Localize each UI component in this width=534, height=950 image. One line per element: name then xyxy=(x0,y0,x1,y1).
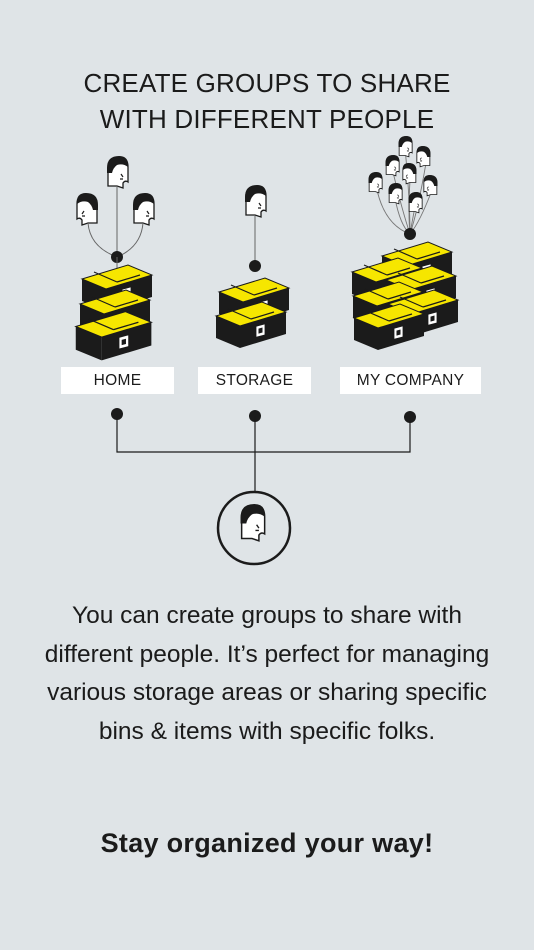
person-head-icon xyxy=(424,175,438,196)
group-label-storage[interactable]: STORAGE xyxy=(198,367,311,394)
group-label-home-text: HOME xyxy=(93,371,142,389)
person-head-icon xyxy=(417,146,431,167)
user-avatar-icon xyxy=(216,490,292,566)
person-head-icon xyxy=(385,154,400,177)
person-head-icon xyxy=(244,184,267,218)
connector-node-icon xyxy=(249,260,261,272)
connector-node-icon xyxy=(404,228,416,240)
feature-description: You can create groups to share with diff… xyxy=(44,602,490,745)
company-box-stack xyxy=(351,238,459,351)
storage-box-stack xyxy=(215,274,290,349)
home-box-stack xyxy=(75,261,153,362)
person-head-icon xyxy=(368,171,383,194)
storage-people-group xyxy=(244,184,267,272)
person-head-icon xyxy=(77,193,98,225)
person-head-icon xyxy=(398,135,413,158)
group-label-home[interactable]: HOME xyxy=(61,367,174,394)
group-connector-tree xyxy=(111,408,416,492)
page-title: CREATE GROUPS TO SHARE WITH DIFFERENT PE… xyxy=(0,65,534,137)
page-title-line-1: CREATE GROUPS TO SHARE xyxy=(83,68,451,99)
person-head-icon xyxy=(408,191,423,214)
group-label-my-company[interactable]: MY COMPANY xyxy=(340,367,481,394)
group-label-my-company-text: MY COMPANY xyxy=(356,371,465,389)
tagline: Stay organized your way! xyxy=(100,828,434,858)
company-people-group xyxy=(368,135,438,240)
home-people-group xyxy=(77,155,155,272)
page-title-line-2: WITH DIFFERENT PEOPLE xyxy=(99,104,435,135)
person-head-icon xyxy=(403,163,417,184)
person-head-icon xyxy=(132,192,155,226)
person-head-icon xyxy=(106,155,129,189)
group-label-storage-text: STORAGE xyxy=(215,371,294,389)
